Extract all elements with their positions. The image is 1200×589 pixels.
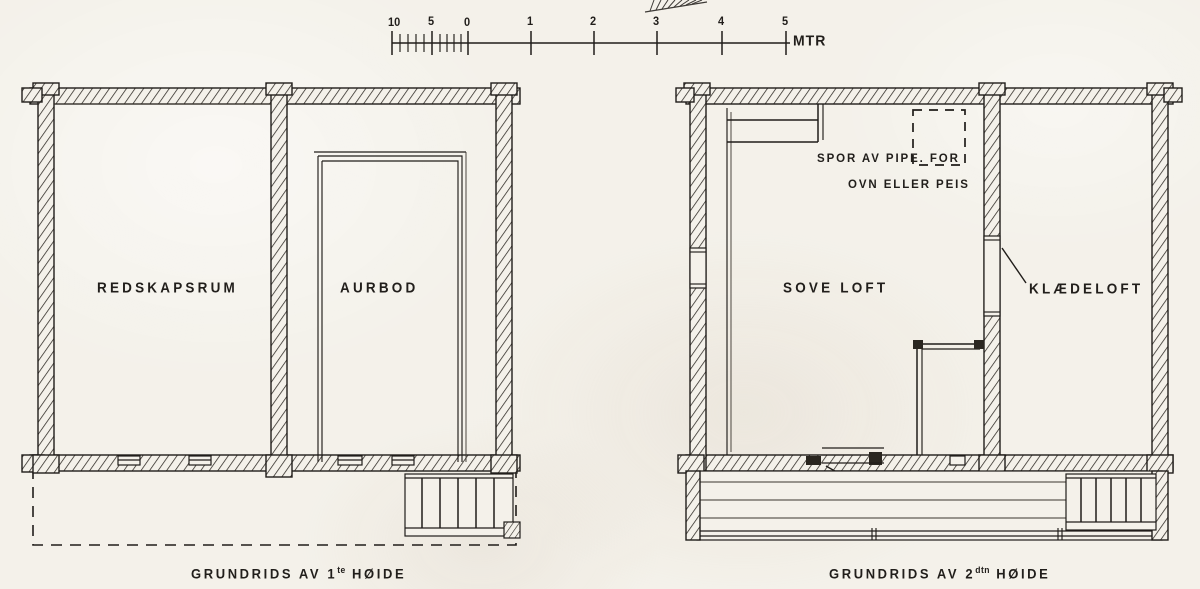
door-markers-second-floor bbox=[806, 452, 966, 466]
caption-second-floor: GRUNDRIDS AV 2dtn HØIDE bbox=[829, 564, 1051, 582]
stair-second-floor bbox=[1065, 473, 1157, 531]
scale-tick-label-5-sub: 5 bbox=[428, 15, 435, 29]
scale-unit-label: MTR bbox=[793, 31, 827, 49]
scale-tick-label-10: 10 bbox=[388, 16, 401, 30]
caption-first-floor-prefix: GRUNDRIDS AV bbox=[191, 565, 328, 582]
plan-second-floor-geometry bbox=[675, 82, 1183, 541]
scale-tick-label-0: 0 bbox=[464, 16, 471, 30]
caption-first-floor-suffix: HØIDE bbox=[345, 565, 407, 582]
annotation-chimney-line-1: SPOR AV PIPE. FOR bbox=[817, 152, 960, 166]
room-label-aurbod: AURBOD bbox=[340, 279, 419, 296]
caption-first-floor: GRUNDRIDS AV 1te HØIDE bbox=[191, 564, 407, 582]
room-label-sove-loft: SOVE LOFT bbox=[783, 279, 889, 296]
caption-second-floor-suffix: HØIDE bbox=[990, 565, 1051, 582]
plan-first-floor-geometry bbox=[21, 82, 521, 546]
scale-tick-label-2: 2 bbox=[590, 15, 597, 29]
scale-tick-label-1: 1 bbox=[527, 15, 534, 29]
scale-tick-label-4: 4 bbox=[718, 15, 725, 29]
annotation-chimney-line-2: OVN ELLER PEIS bbox=[848, 178, 970, 192]
stair-first-floor bbox=[404, 473, 514, 537]
caption-second-floor-prefix: GRUNDRIDS AV bbox=[829, 565, 966, 582]
stray-hatch-fragment bbox=[644, 0, 708, 13]
caption-second-floor-number: 2 bbox=[965, 565, 976, 582]
caption-first-floor-ordinal: te bbox=[337, 564, 346, 576]
caption-second-floor-ordinal: dtn bbox=[975, 564, 991, 576]
scale-bar bbox=[391, 31, 790, 55]
room-label-klaedeloft: KLÆDELOFT bbox=[1029, 280, 1144, 297]
caption-first-floor-number: 1 bbox=[327, 565, 338, 582]
scale-tick-label-5: 5 bbox=[782, 15, 789, 29]
scale-tick-label-3: 3 bbox=[653, 15, 660, 29]
door-markers-first-floor bbox=[117, 455, 415, 466]
room-label-redskapsrum: REDSKAPSRUM bbox=[97, 279, 238, 296]
